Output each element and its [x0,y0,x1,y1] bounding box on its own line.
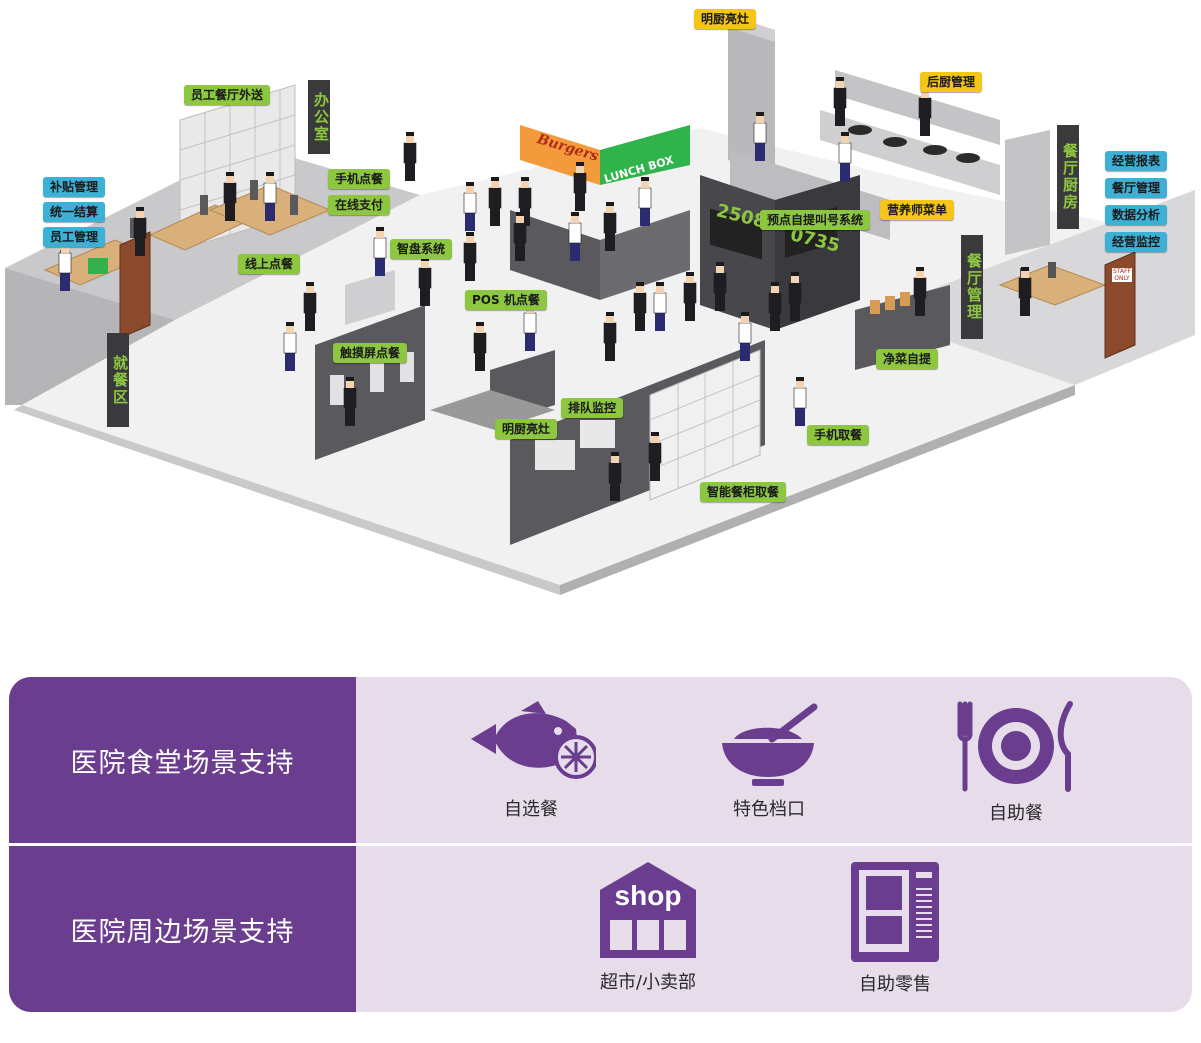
label-smart-tray: 智盘系统 [390,239,453,259]
canteen-support-title: 医院食堂场景支持 [9,677,356,843]
label-biz-report: 经营报表 [1105,151,1168,171]
person-figure [403,132,417,181]
label-open-kitchen-top: 明厨亮灶 [694,9,757,29]
label-queue-monitor: 排队监控 [561,398,624,418]
self-select-meal-item: 自选餐 [451,699,611,821]
person-figure [768,282,782,331]
buffet-item: 自助餐 [936,699,1096,825]
sign-canteen-kitchen: 餐厅厨房 [1057,125,1079,229]
person-figure [283,322,297,371]
person-figure [1018,267,1032,316]
row-divider [9,843,1192,846]
label-staff-mgmt: 员工管理 [43,227,106,247]
label-staff-takeout: 员工餐厅外送 [184,85,271,105]
surrounding-support-title: 医院周边场景支持 [9,846,356,1012]
person-figure [603,202,617,251]
person-figure [838,132,852,181]
person-figure [603,312,617,361]
label-back-kitchen: 后厨管理 [920,72,983,92]
label-mobile-pickup: 手机取餐 [807,425,870,445]
sign-office: 办公室 [308,80,330,154]
person-figure [488,177,502,226]
surrounding-support-row: 医院周边场景支持 shop 超市/小卖部 [9,846,1192,1012]
person-figure [833,77,847,126]
bowl-icon [722,703,818,786]
label-subsidy-mgmt: 补贴管理 [43,177,106,197]
label-touch-order: 触摸屏点餐 [333,343,408,363]
person-figure [223,172,237,221]
shop-icon: shop [600,862,696,958]
specialty-stall-label: 特色档口 [733,799,805,820]
label-unified-settlement: 统一结算 [43,202,106,222]
self-retail-item: 自助零售 [815,860,975,996]
person-figure [568,212,582,261]
scene-support-panel: 医院食堂场景支持 自选餐 特色档口 [9,677,1192,1012]
label-data-analysis: 数据分析 [1105,205,1168,225]
person-figure [573,162,587,211]
staff-only-sign: STAFF ONLY [1112,268,1132,282]
person-figure [518,177,532,226]
supermarket-item: shop 超市/小卖部 [568,860,728,994]
sign-canteen-mgmt: 餐厅管理 [961,235,983,339]
self-retail-label: 自助零售 [859,974,931,995]
person-figure [713,262,727,311]
person-figure [638,177,652,226]
person-figure [463,232,477,281]
shop-icon-text: shop [615,880,682,911]
person-figure [913,267,927,316]
label-biz-monitor: 经营监控 [1105,232,1168,252]
person-figure [653,282,667,331]
label-nutrition-menu: 营养师菜单 [880,200,955,220]
label-smart-cabinet: 智能餐柜取餐 [700,482,787,502]
label-preorder-call: 预点自提叫号系统 [760,210,871,230]
specialty-stall-item: 特色档口 [689,699,849,821]
label-online-pay: 在线支付 [328,195,391,215]
person-figure [263,172,277,221]
person-figure [463,182,477,231]
canteen-support-row: 医院食堂场景支持 自选餐 特色档口 [9,677,1192,843]
person-figure [373,227,387,276]
supermarket-label: 超市/小卖部 [599,972,697,993]
person-figure [608,452,622,501]
label-online-order: 线上点餐 [238,254,301,274]
person-figure [753,112,767,161]
vending-machine-icon [851,862,939,962]
person-figure [793,377,807,426]
label-canteen-mgmt: 餐厅管理 [1105,178,1168,198]
self-select-meal-label: 自选餐 [504,799,558,820]
person-figure [788,272,802,321]
label-pos-order: POS 机点餐 [465,290,547,310]
person-figure [303,282,317,331]
label-clean-veg: 净菜自提 [876,349,939,369]
person-figure [133,207,147,256]
person-figure [918,87,932,136]
person-figure [513,212,527,261]
sign-dining-area: 就餐区 [107,333,129,427]
person-figure [343,377,357,426]
person-figure [648,432,662,481]
scene-illustration [5,15,1195,595]
label-mobile-order: 手机点餐 [328,169,391,189]
person-figure [738,312,752,361]
buffet-label: 自助餐 [989,803,1043,824]
label-open-kitchen-lower: 明厨亮灶 [495,419,558,439]
fish-icon [471,701,596,779]
person-figure [633,282,647,331]
canteen-scene: Burgers LUNCH BOX 2508 0735 STAFF ONLY 补… [5,9,1195,595]
plate-cutlery-icon [957,701,1073,792]
person-figure [418,257,432,306]
person-figure [683,272,697,321]
person-figure [473,322,487,371]
